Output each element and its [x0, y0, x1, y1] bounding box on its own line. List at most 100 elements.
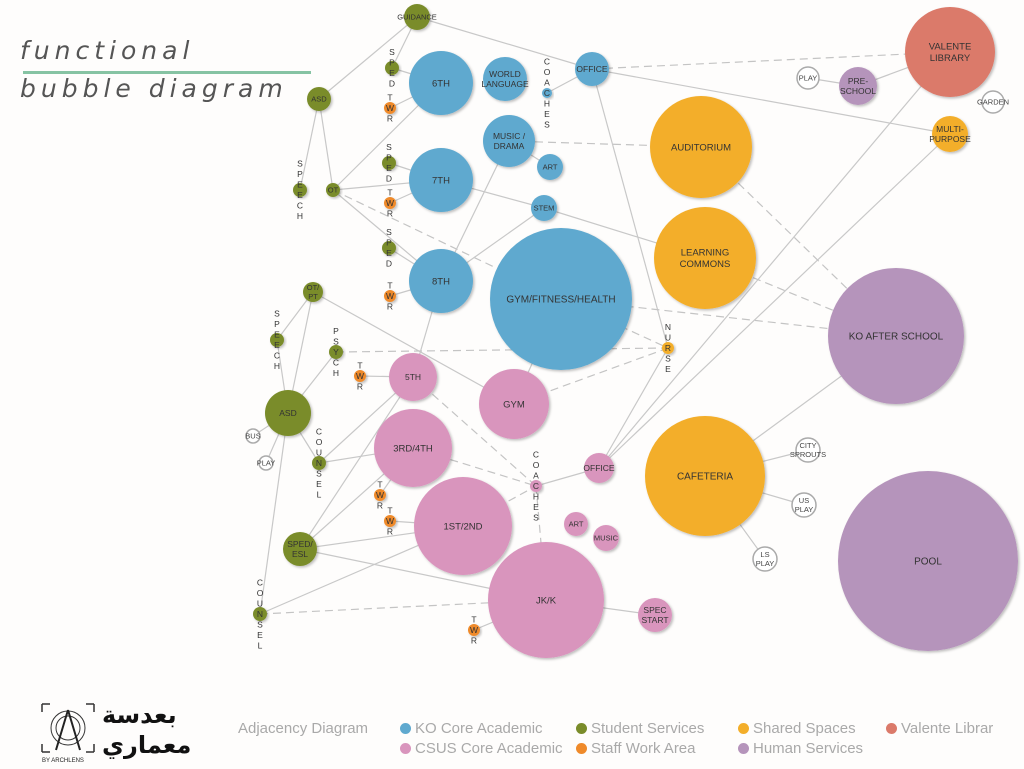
bubble-counsel1[interactable]: COUNSEL — [312, 426, 326, 500]
bubble-label: SPED — [384, 142, 394, 184]
bubble-circle — [385, 61, 399, 75]
bubble-circle — [654, 207, 756, 309]
dashed-adjacency-line-office_ko-valente — [591, 51, 951, 70]
bubble-circle — [382, 241, 396, 255]
legend-swatch-icon — [738, 743, 749, 754]
bubble-label: OT/PT — [307, 283, 320, 301]
bubble-circle — [791, 492, 817, 518]
bubble-third[interactable]: 3RD/4TH — [374, 409, 452, 487]
bubble-circle — [479, 369, 549, 439]
legend-swatch-icon — [400, 723, 411, 734]
bubble-label: GUIDANCE — [397, 13, 437, 22]
bubble-office-p[interactable]: OFFICE — [583, 453, 615, 483]
bubble-garden[interactable]: GARDEN — [977, 90, 1009, 114]
title-line-2: bubble diagram — [20, 74, 288, 103]
legend-label: Student Services — [591, 720, 705, 737]
bubble-gymfit[interactable]: GYM/FITNESS/HEALTH — [490, 228, 632, 370]
bubble-music-p[interactable]: MUSIC — [593, 525, 619, 551]
bubble-eighth[interactable]: 8TH — [409, 249, 473, 313]
bubble-label: 8TH — [432, 276, 450, 287]
bubble-ot[interactable]: OT — [326, 183, 340, 197]
bubble-label: 5TH — [405, 372, 421, 382]
bubble-sped2[interactable]: SPED — [382, 142, 396, 184]
dashed-adjacency-line-third-coaches_p — [412, 447, 537, 487]
bubble-seventh[interactable]: 7TH — [409, 148, 473, 212]
bubble-label: COACHES — [542, 56, 552, 130]
adjacency-line-asd_top-ot — [318, 98, 334, 191]
bubble-twr3[interactable]: TWR — [384, 280, 396, 312]
legend-item-human-services: Human Services — [738, 740, 863, 757]
bubble-koafter[interactable]: KO AFTER SCHOOL — [828, 268, 964, 404]
bubble-multi[interactable]: MULTI-PURPOSE — [929, 116, 971, 152]
bubble-psych[interactable]: PSYCH — [329, 326, 343, 379]
bubble-twr6[interactable]: TWR — [384, 505, 396, 537]
bubble-label: ASD — [311, 95, 327, 104]
bubble-label: GYM — [503, 399, 525, 410]
bubble-cafeteria[interactable]: CAFETERIA — [645, 416, 765, 536]
bubble-asd[interactable]: ASD — [265, 390, 311, 436]
bubble-office-ko[interactable]: OFFICE — [575, 52, 609, 86]
bubble-asd-top[interactable]: ASD — [307, 87, 331, 111]
title-line-1: functional — [20, 36, 195, 65]
bubble-label: MULTI-PURPOSE — [929, 124, 971, 144]
bubble-label-line: MULTI- — [936, 124, 964, 134]
bubble-nurse[interactable]: NURSE — [662, 322, 674, 375]
bubble-preschool[interactable]: PRE-SCHOOL — [839, 67, 877, 105]
bubble-circle — [564, 512, 588, 536]
bubble-sped1[interactable]: SPED — [385, 47, 399, 89]
bubble-play2[interactable]: PLAY — [257, 455, 276, 471]
bubble-stem[interactable]: STEM — [531, 195, 557, 221]
bubble-label-line: START — [641, 615, 668, 625]
bubble-circle — [531, 195, 557, 221]
bubble-circle — [270, 333, 284, 347]
bubble-label: TWR — [385, 280, 395, 312]
bubble-twr4[interactable]: TWR — [354, 360, 366, 392]
bubble-label: ART — [569, 520, 584, 529]
bubble-label: 6TH — [432, 78, 450, 89]
bubble-sixth[interactable]: 6TH — [409, 51, 473, 115]
bubble-speech1[interactable]: SPEECH — [293, 159, 307, 222]
bubble-sped-esl[interactable]: SPED/ESL — [283, 532, 317, 566]
bubble-speech2[interactable]: SPEECH — [270, 309, 284, 372]
bubble-first[interactable]: 1ST/2ND — [414, 477, 512, 575]
bubble-art-ko[interactable]: ART — [537, 154, 563, 180]
bubble-coaches-ko[interactable]: COACHES — [542, 56, 552, 130]
bubble-jkk[interactable]: JK/K — [488, 542, 604, 658]
bubble-gym[interactable]: GYM — [479, 369, 549, 439]
bubble-auditorium[interactable]: AUDITORIUM — [650, 96, 752, 198]
bubble-label: 7TH — [432, 175, 450, 186]
bubble-art-p[interactable]: ART — [564, 512, 588, 536]
bubble-label-line: LEARNING — [681, 248, 730, 259]
bubble-counsel2[interactable]: COUNSEL — [253, 577, 267, 651]
legend-item-ko-core: KO Core Academic — [400, 720, 543, 737]
bubble-twr5[interactable]: TWR — [374, 479, 386, 511]
bubble-label-line: MUSIC / — [493, 131, 526, 141]
bubble-guidance[interactable]: GUIDANCE — [397, 4, 437, 30]
bubble-twr2[interactable]: TWR — [384, 187, 396, 219]
bubble-twr1[interactable]: TWR — [384, 92, 396, 124]
bubble-circle — [537, 154, 563, 180]
bubble-play1[interactable]: PLAY — [796, 66, 820, 90]
bubble-music-ko[interactable]: MUSIC /DRAMA — [483, 115, 535, 167]
bubble-twr7[interactable]: TWR — [468, 614, 480, 646]
bubble-sped3[interactable]: SPED — [382, 227, 396, 269]
adjacency-line-fifth-sped_esl — [299, 376, 414, 550]
bubble-coaches-p[interactable]: COACHES — [530, 449, 542, 523]
bubble-label-line: COMMONS — [680, 259, 731, 270]
bubble-circle — [253, 607, 267, 621]
legend-label: Valente Librar — [901, 720, 994, 737]
bubble-fifth[interactable]: 5TH — [389, 353, 437, 401]
bubble-pool[interactable]: POOL — [838, 471, 1018, 651]
bubble-bus[interactable]: BUS — [245, 428, 261, 444]
bubble-otpt[interactable]: OT/PT — [303, 282, 323, 302]
bubble-label: POOL — [914, 557, 942, 568]
